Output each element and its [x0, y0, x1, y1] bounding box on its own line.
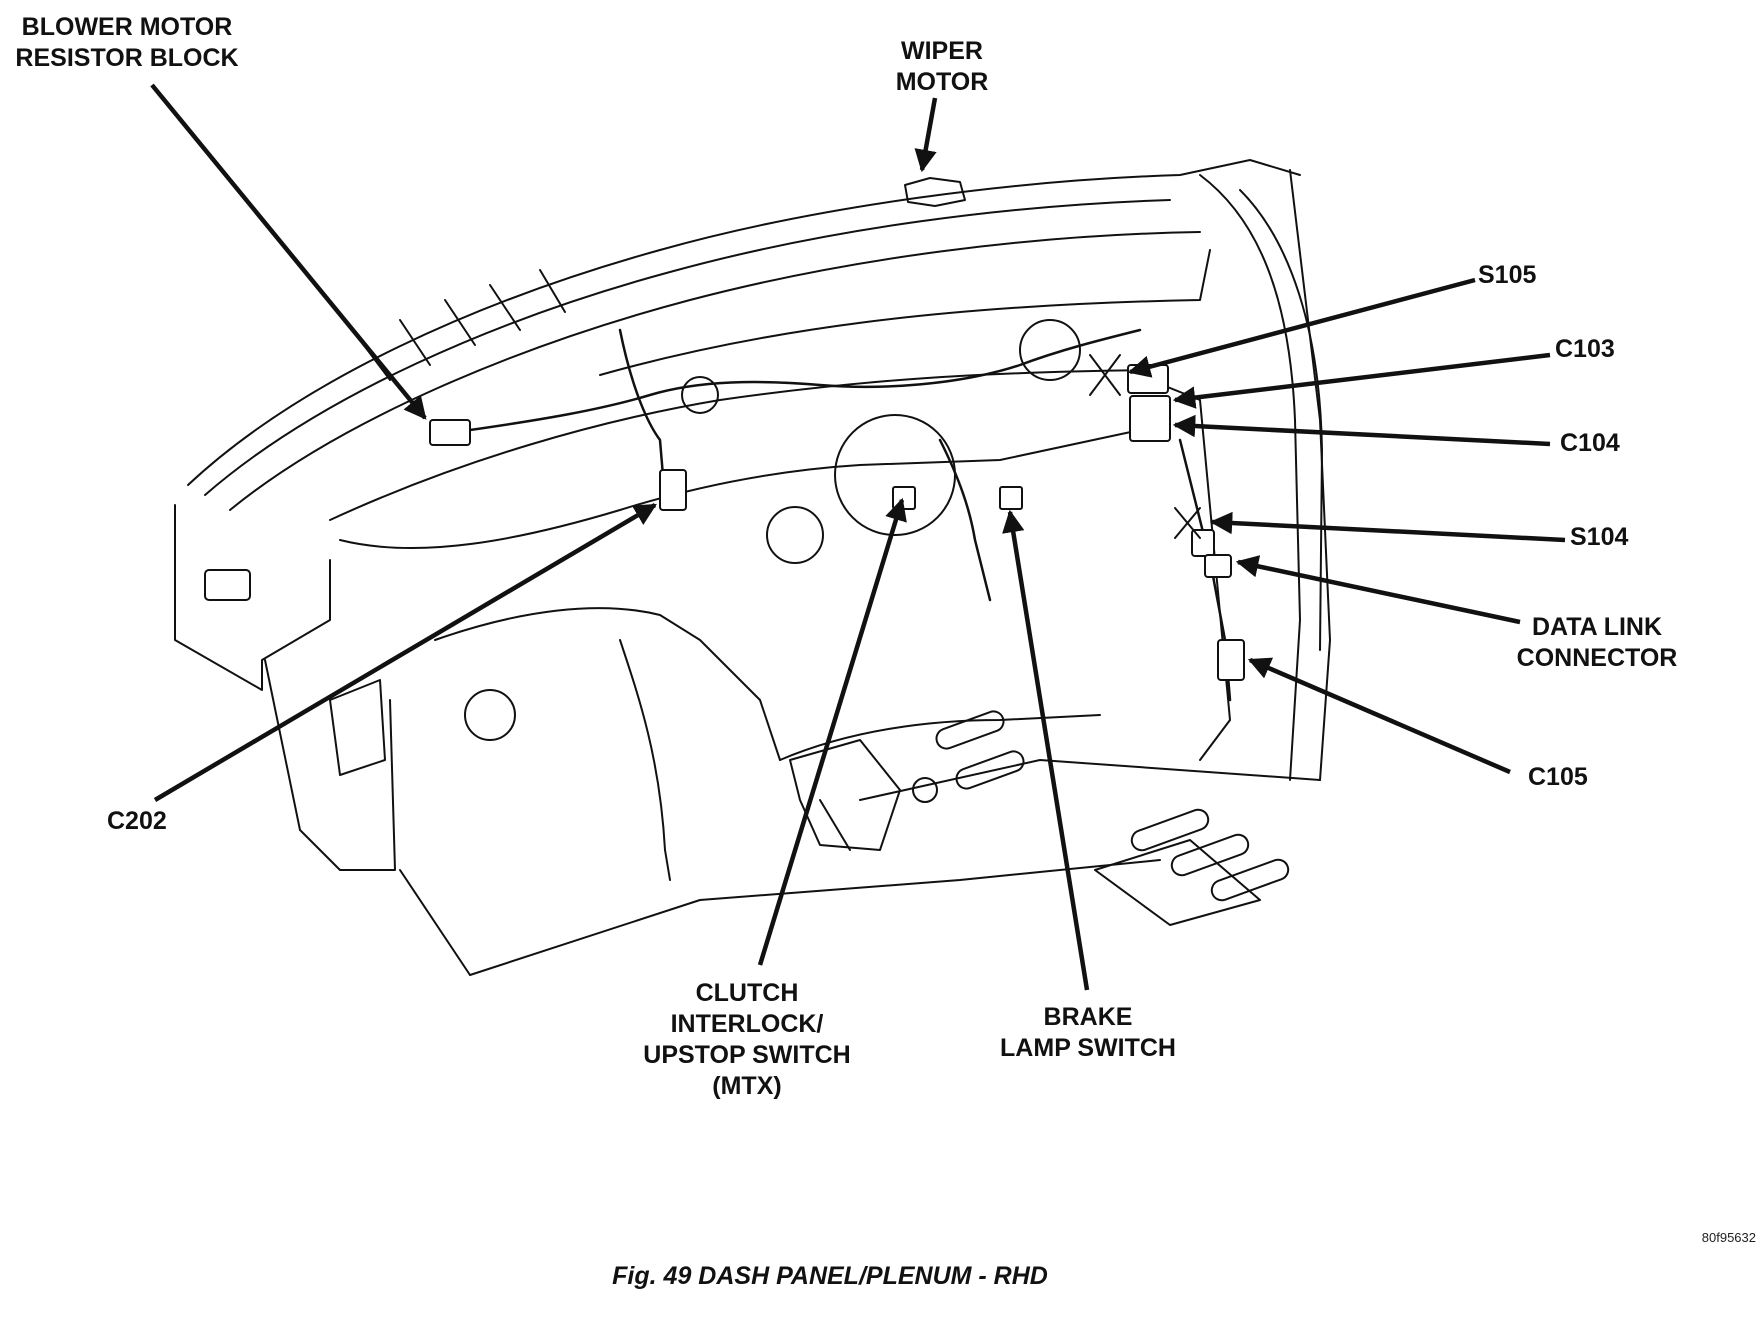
dash-panel-lower [434, 607, 781, 761]
label-line: C105 [1528, 763, 1588, 791]
label-line: CONNECTOR [1516, 644, 1678, 672]
label-line: S104 [1570, 523, 1629, 551]
cowl-top-outline [187, 159, 1301, 486]
clutch-switch [892, 486, 916, 510]
label-line: INTERLOCK/ [670, 1010, 824, 1038]
label-line: DATA LINK [1531, 613, 1663, 641]
leader-lines [150, 83, 1566, 991]
label-line: BLOWER MOTOR [21, 13, 233, 41]
right-a-pillar [1199, 174, 1301, 781]
cowl-rib [539, 269, 566, 313]
left-kick-panel [329, 679, 386, 776]
c105-connector [1217, 639, 1245, 681]
tunnel-right [779, 714, 1101, 761]
floor-pan-edge [469, 859, 1161, 976]
leader-clutch-interlock-upstop-switch [757, 497, 907, 966]
label-line: RESISTOR BLOCK [15, 44, 239, 72]
label-line: C103 [1555, 335, 1615, 363]
tunnel-left [619, 639, 671, 881]
label-line: CLUTCH [695, 979, 799, 1007]
floor-rib-1 [935, 710, 1005, 750]
plenum-rear-panel [599, 249, 1211, 376]
label-c105: C105 [1528, 762, 1588, 793]
label-s105: S105 [1478, 260, 1536, 291]
floor-drain [912, 777, 938, 803]
blower-resistor-block [429, 419, 471, 446]
left-side-panel [174, 504, 331, 691]
label-line: LAMP SWITCH [1000, 1034, 1176, 1062]
label-line: (MTX) [712, 1072, 782, 1100]
floor-rib-3 [1130, 808, 1210, 852]
floor-panel-plate [1094, 839, 1261, 926]
right-a-pillar-inner [1239, 189, 1323, 651]
label-line: C104 [1560, 429, 1620, 457]
heater-hose-grommet [766, 506, 824, 564]
cowl-rib [399, 319, 431, 366]
leader-c202 [153, 503, 657, 802]
c103-c104-connector [1129, 395, 1171, 442]
left-panel-slot [204, 569, 251, 601]
left-edge-line [399, 869, 471, 976]
leader-brake-lamp-switch [1002, 509, 1090, 991]
dash-panel-face [339, 429, 1141, 550]
figure-code: 80f95632 [1701, 1230, 1756, 1245]
cowl-rib [444, 299, 476, 346]
leader-c103 [1172, 352, 1551, 409]
pedal-bracket [789, 739, 901, 851]
label-line: S105 [1478, 261, 1537, 289]
splice-mark-s104 [1174, 507, 1201, 539]
cowl-rib [489, 284, 521, 331]
brake-switch [999, 486, 1023, 510]
label-c104: C104 [1560, 428, 1620, 459]
hvac-opening [681, 376, 719, 414]
label-c103: C103 [1555, 334, 1615, 365]
label-brake-lamp-switch: BRAKE LAMP SWITCH [1000, 1002, 1176, 1064]
label-wiper-motor: WIPER MOTOR [896, 36, 989, 98]
leader-s105 [1127, 277, 1476, 378]
label-data-link-connector: DATA LINK CONNECTOR [1517, 612, 1678, 674]
label-line: UPSTOP SWITCH [643, 1041, 851, 1069]
label-line: C202 [107, 807, 167, 835]
plenum-front-edge [229, 231, 1201, 511]
wiring-harness-branch [938, 438, 992, 602]
vehicle-dash-panel-drawing [174, 159, 1331, 976]
leader-blower-motor-resistor-block [150, 83, 427, 420]
label-s104: S104 [1570, 522, 1628, 553]
splice-mark-s105 [1089, 354, 1121, 396]
left-lower-panel [264, 659, 396, 871]
leader-c104 [1172, 414, 1551, 447]
right-side-grommet [1019, 319, 1081, 381]
leader-c105 [1247, 657, 1511, 775]
label-clutch-interlock-upstop-switch: CLUTCH INTERLOCK/ UPSTOP SWITCH (MTX) [643, 978, 850, 1102]
floor-rib-4 [1170, 833, 1250, 877]
label-line: BRAKE [1043, 1003, 1133, 1031]
label-c202: C202 [107, 806, 167, 837]
data-link-connector [1204, 554, 1232, 578]
pedal-arm [819, 799, 851, 851]
wiper-motor-body [904, 177, 966, 207]
floor-pan-front [859, 759, 1321, 801]
floor-rib-5 [1210, 858, 1290, 902]
floor-rib-2 [955, 750, 1025, 790]
label-blower-motor-resistor-block: BLOWER MOTOR RESISTOR BLOCK [15, 12, 238, 74]
leader-wiper-motor [914, 97, 938, 173]
cowl-top-inner [204, 199, 1171, 496]
leader-s104 [1209, 511, 1566, 543]
plenum-lower-edge [329, 369, 1151, 521]
label-line: WIPER [901, 37, 983, 65]
figure-caption: Fig. 49 DASH PANEL/PLENUM - RHD [612, 1262, 1048, 1290]
lower-left-grommet [464, 689, 516, 741]
leader-data-link-connector [1235, 555, 1521, 625]
wiring-harness-branch [618, 328, 667, 502]
c202-connector [659, 469, 687, 511]
label-line: MOTOR [895, 68, 989, 96]
wiring-harness [468, 328, 1142, 432]
